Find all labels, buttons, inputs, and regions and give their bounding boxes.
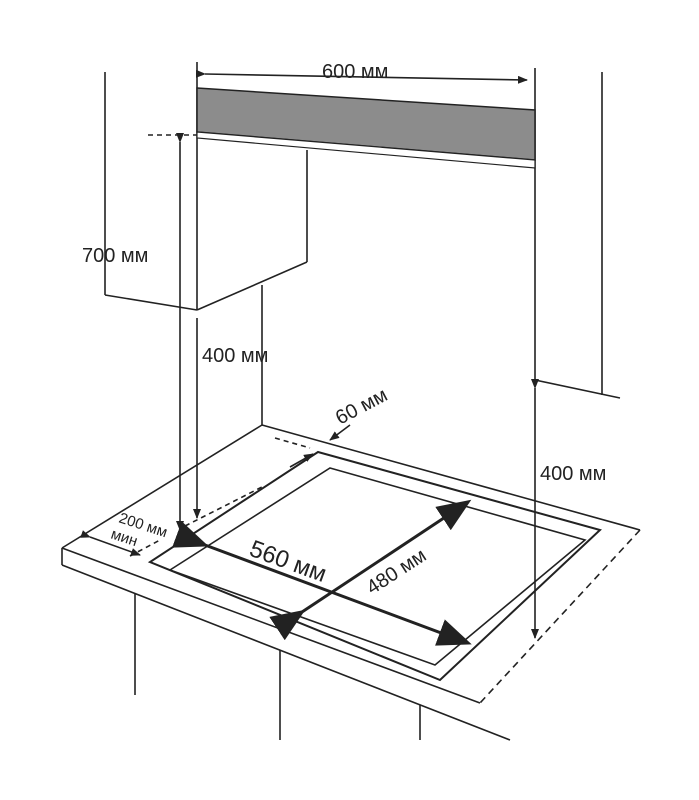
label-hood-to-hob-left: 400 мм <box>202 345 268 367</box>
label-hood-width: 600 мм <box>322 61 388 83</box>
wall-cabinet <box>104 150 308 425</box>
dimension-60 <box>329 424 351 441</box>
label-hood-to-hob-right: 400 мм <box>540 463 606 485</box>
dimension-560 <box>171 521 472 646</box>
label-back-gap: 60 мм <box>332 384 391 429</box>
dimension-200 <box>80 530 141 556</box>
label-cutout-width: 560 мм <box>246 535 330 588</box>
dimension-480 <box>269 499 472 641</box>
label-cabinet-height: 700 мм <box>82 245 148 267</box>
dimension-600 <box>195 69 528 84</box>
label-cutout-depth: 480 мм <box>363 545 431 600</box>
